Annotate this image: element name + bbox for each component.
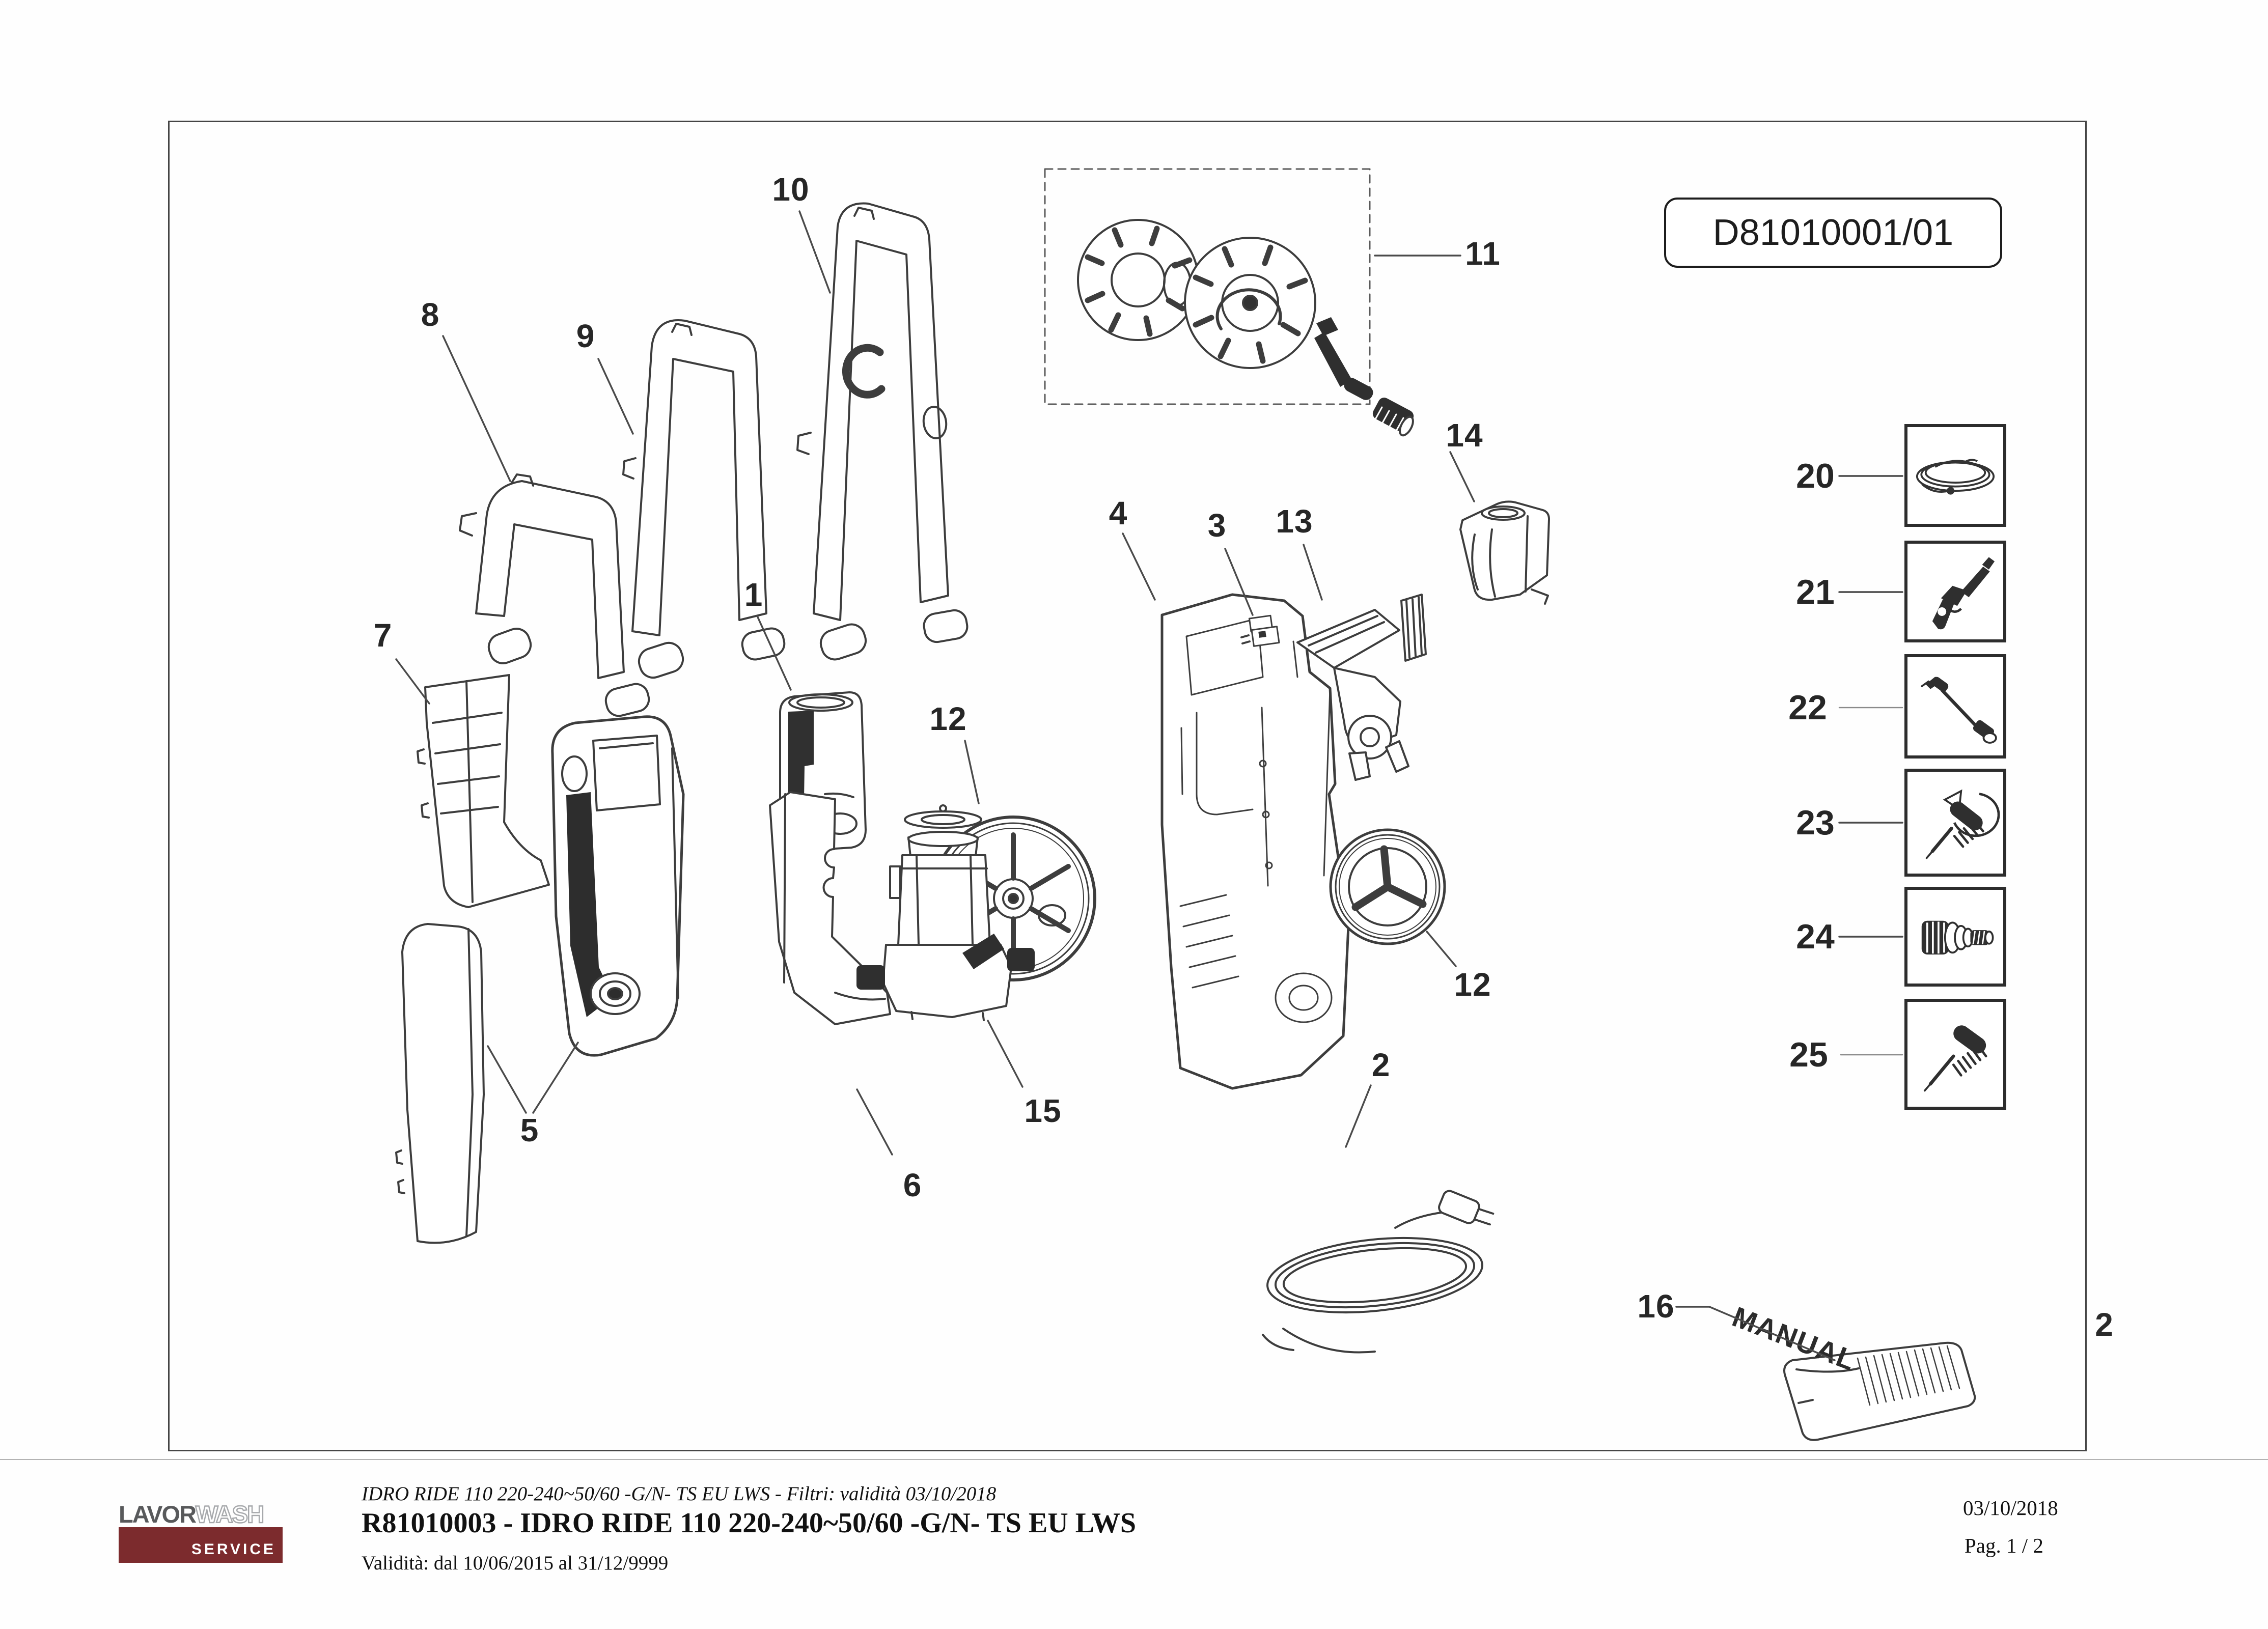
drawing-code-box: D81010001/01 [1664,198,2002,268]
callout-1: 1 [744,576,763,613]
accessory-box-23 [1904,769,2006,877]
footer-divider [0,1459,2268,1460]
callout-4: 4 [1109,495,1128,531]
drawing-frame [168,121,2087,1451]
footer-date: 03/10/2018 [1963,1496,2058,1520]
callout-14: 14 [1446,417,1483,454]
callout-7: 7 [373,617,393,654]
accessory-box-21 [1904,541,2006,642]
accessory-num-21: 21 [1796,573,1835,611]
accessory-num-20: 20 [1796,457,1835,495]
callout-5: 5 [520,1112,539,1148]
callout-6: 6 [903,1167,922,1203]
accessory-num-23: 23 [1796,803,1835,842]
callout-11: 11 [1465,235,1501,272]
callout-13: 13 [1276,503,1313,540]
callout-3: 3 [1207,507,1227,544]
footer-model-title: R81010003 - IDRO RIDE 110 220-240~50/60 … [362,1507,1137,1539]
hose-coil-icon [1916,459,1995,495]
brush-icon [1923,1025,1987,1092]
footer-validity: Validità: dal 10/06/2015 al 31/12/9999 [362,1552,669,1574]
hose-adapter-icon [1921,920,1994,954]
accessory-num-25: 25 [1789,1035,1828,1074]
callout-16: 16 [1637,1288,1675,1325]
logo-service-bar: SERVICE [119,1527,283,1563]
footer-filter-line: IDRO RIDE 110 220-240~50/60 -G/N- TS EU … [362,1483,997,1505]
callout-9: 9 [576,318,595,354]
callout-10: 10 [772,171,810,208]
accessory-box-24 [1904,887,2006,987]
sheet-number: 2 [2095,1306,2113,1343]
accessory-box-25 [1904,999,2006,1110]
spray-gun-icon [1932,557,1995,630]
callout-8: 8 [421,296,440,333]
callout-12-ring: 12 [1454,966,1491,1003]
accessory-box-20 [1904,424,2006,527]
rotating-brush-icon [1925,789,2000,859]
accessory-box-22 [1904,654,2006,759]
drawing-code: D81010001/01 [1712,212,1954,253]
callout-12-wheel: 12 [929,700,967,737]
lance-icon [1921,677,1997,744]
callout-15: 15 [1024,1092,1062,1129]
logo-text-service: SERVICE [191,1541,276,1558]
accessory-num-22: 22 [1788,688,1827,727]
logo-text-lavor: LAVOR [119,1501,197,1528]
footer-page-number: Pag. 1 / 2 [1965,1534,2043,1557]
callout-2: 2 [1371,1047,1391,1083]
logo-text-wash: WASH [195,1501,265,1528]
accessory-num-24: 24 [1796,917,1835,956]
